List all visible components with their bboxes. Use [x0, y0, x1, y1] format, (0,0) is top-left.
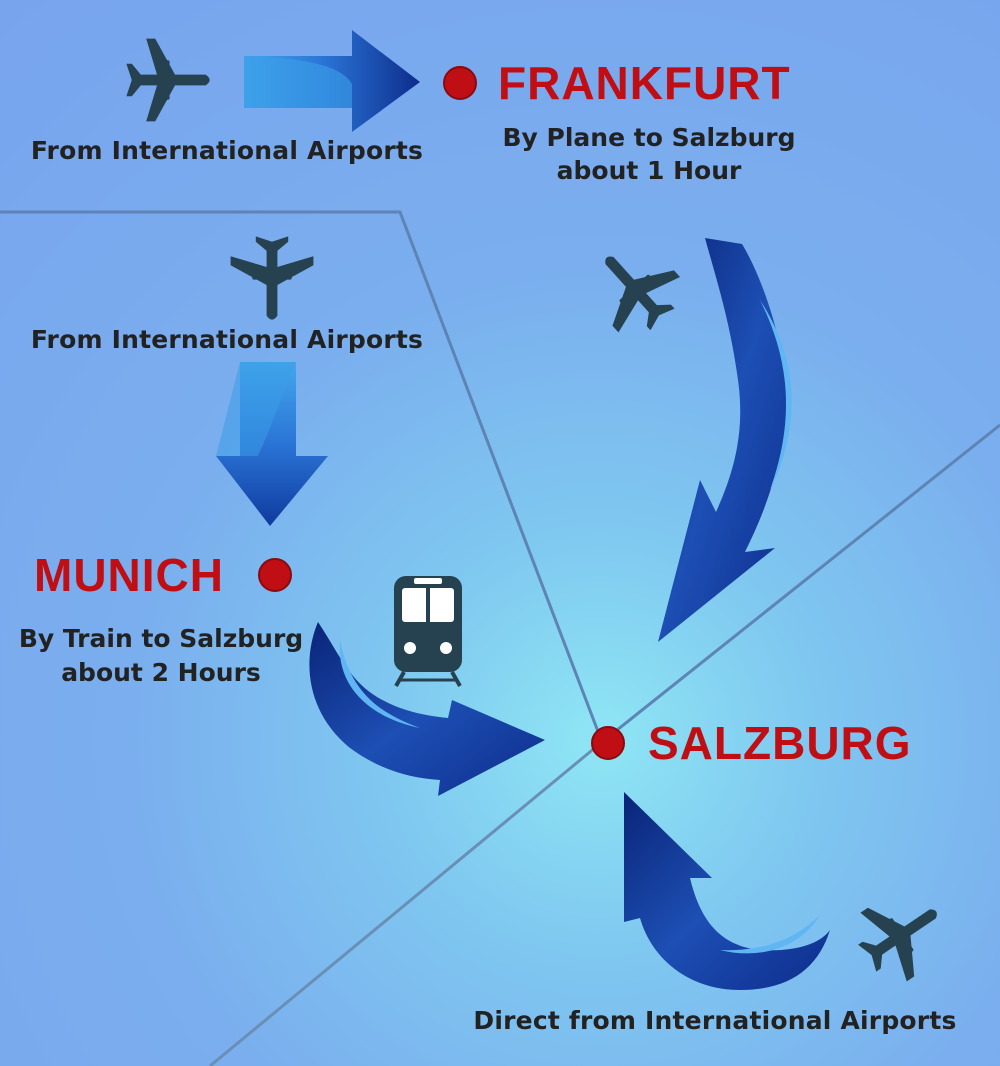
munich-detail-line2: about 2 Hours — [61, 658, 261, 687]
munich-detail-line1: By Train to Salzburg — [18, 624, 304, 653]
arrow-frankfurt-to-salzburg — [658, 238, 792, 642]
airplane-icon — [844, 877, 960, 993]
city-name-frankfurt: FRANKFURT — [498, 57, 791, 109]
city-name-munich: MUNICH — [34, 549, 224, 601]
divider-top-left — [0, 210, 604, 743]
route-caption-direct: Direct from International Airports — [473, 1006, 957, 1035]
arrow-to-frankfurt — [244, 30, 420, 132]
frankfurt-marker — [443, 66, 477, 100]
salzburg-marker — [591, 726, 625, 760]
frankfurt-detail-line2: about 1 Hour — [556, 156, 742, 185]
munich-marker — [258, 558, 292, 592]
divider-bottom-left — [209, 740, 603, 1066]
frankfurt-detail-line1: By Plane to Salzburg — [502, 123, 796, 152]
city-name-salzburg: SALZBURG — [648, 717, 912, 769]
arrow-munich-to-salzburg — [309, 622, 545, 796]
arrow-to-munich — [216, 362, 328, 526]
route-caption-frankfurt: From International Airports — [30, 136, 424, 165]
airplane-icon — [230, 236, 314, 320]
airplane-icon — [576, 229, 694, 348]
route-caption-munich: From International Airports — [30, 325, 424, 354]
divider-right — [601, 423, 1000, 744]
train-icon — [394, 576, 462, 687]
airplane-icon — [126, 38, 210, 122]
arrow-direct-to-salzburg — [624, 792, 830, 990]
